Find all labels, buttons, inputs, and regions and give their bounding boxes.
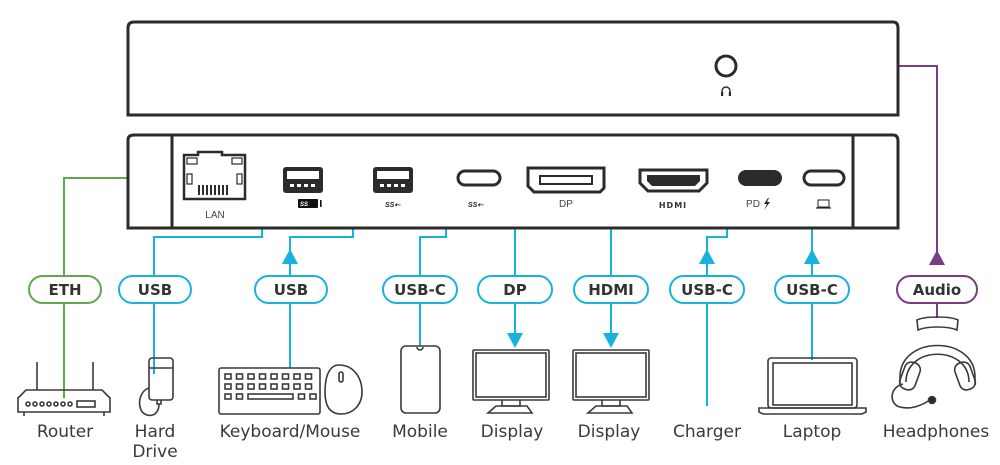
keyboard-key (235, 383, 244, 390)
lightning-icon (764, 198, 770, 210)
svg-text:USB-C: USB-C (394, 281, 446, 299)
pd-port-label: PD (746, 199, 760, 210)
svg-text:USB-C: USB-C (681, 281, 733, 299)
laptop-label: Laptop (783, 422, 842, 442)
pill-usbc-charger: USB-C (669, 275, 745, 304)
keyboard-key (224, 393, 232, 400)
keyboard-key (304, 383, 313, 390)
mobile-label: Mobile (392, 422, 448, 442)
pill-hdmi: HDMI (573, 275, 649, 304)
lan-port-label: LAN (205, 210, 224, 221)
lan-port[interactable] (182, 150, 247, 201)
svg-text:SS: SS (300, 202, 308, 208)
headphone-jack[interactable] (714, 54, 738, 78)
hdmi-port[interactable] (638, 168, 709, 193)
mobile-icon (400, 345, 441, 414)
usb-c-port-1[interactable] (456, 169, 502, 187)
svg-text:HDMI: HDMI (588, 281, 634, 299)
display-dp-label: Display (481, 422, 544, 442)
keyboard-key (297, 393, 306, 400)
keyboard-key (281, 373, 290, 380)
headphones-label: Headphones (883, 422, 990, 442)
usb-keyboard-arrow-icon (282, 249, 298, 264)
ss-usb-icon: SS⇠ (385, 202, 401, 209)
display-icon-dp (472, 349, 550, 414)
rear-panel: LAN SS SS⇠ SS⇠ DP (126, 133, 900, 230)
keyboard-key (235, 393, 244, 400)
svg-text:USB: USB (138, 281, 172, 299)
laptop-device-icon (758, 357, 867, 415)
svg-text:DP: DP (503, 281, 526, 299)
charger-label: Charger (673, 422, 741, 442)
usb-c-host-port[interactable] (802, 169, 846, 187)
front-panel (126, 20, 900, 117)
keyboard-mouse-label: Keyboard/Mouse (220, 422, 361, 442)
keyboard-key (270, 373, 278, 380)
keyboard-key (293, 373, 301, 380)
ss-usb-icon: SS⇠ (468, 202, 484, 209)
keyboard-key (247, 373, 255, 380)
hdmi-port-label: HDMI (659, 201, 687, 210)
display-icon-hdmi (572, 349, 650, 414)
keyboard-key (270, 383, 278, 390)
keyboard-key (224, 373, 232, 380)
svg-text:USB-C: USB-C (786, 281, 838, 299)
pill-usbc-laptop: USB-C (774, 275, 850, 304)
audio-arrow-icon (929, 250, 945, 265)
headset-icon (721, 86, 731, 96)
keyboard-key (224, 383, 232, 390)
display-hdmi-label: Display (578, 422, 641, 442)
hard-drive-label-line2: Drive (132, 442, 177, 462)
laptop-icon (816, 199, 831, 209)
keyboard-key (247, 393, 294, 400)
usb-a-port-1[interactable] (283, 167, 323, 193)
hard-drive-icon (138, 357, 174, 417)
keyboard-key (258, 373, 267, 380)
hdmi-arrow-icon (603, 333, 619, 348)
laptop-arrow-icon (804, 249, 820, 264)
keyboard-key (235, 373, 244, 380)
keyboard-key (247, 383, 255, 390)
router-icon (17, 362, 111, 416)
keyboard-key (304, 373, 313, 380)
keyboard-key (309, 393, 317, 400)
svg-text:ETH: ETH (48, 281, 81, 299)
usb-c-pd-port[interactable] (738, 170, 782, 186)
pill-usbc-mobile: USB-C (382, 275, 458, 304)
pill-eth: ETH (28, 275, 102, 304)
pill-audio: Audio (896, 275, 978, 304)
headphones-icon (891, 316, 977, 409)
svg-text:USB: USB (274, 281, 308, 299)
pill-dp: DP (477, 275, 553, 304)
ss-usb-10gbps-icon: SS (298, 199, 322, 208)
keyboard-key (258, 383, 267, 390)
charger-arrow-icon (699, 249, 715, 264)
keyboard-mouse-icon (218, 364, 363, 415)
dp-port-label: DP (559, 199, 573, 210)
dp-arrow-icon (507, 333, 523, 348)
hard-drive-label-line1: Hard (135, 422, 176, 442)
pill-usb-hard-drive: USB (118, 275, 192, 304)
router-label: Router (37, 422, 93, 442)
usb-a-port-2[interactable] (373, 167, 413, 193)
displayport-port[interactable] (526, 166, 606, 194)
keyboard-key (293, 383, 301, 390)
pill-usb-keyboard: USB (254, 275, 328, 304)
svg-text:Audio: Audio (913, 281, 961, 299)
keyboard-key (281, 383, 290, 390)
